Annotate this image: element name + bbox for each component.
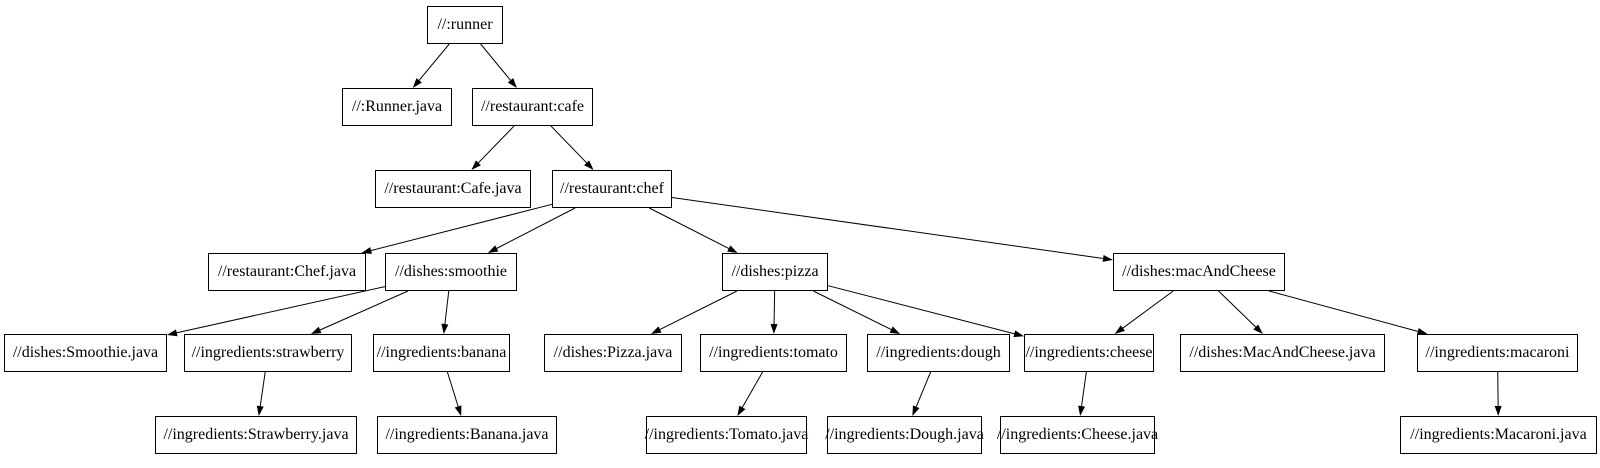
graph-edge-mac-and-cheese-to-mac-and-cheese-java <box>1218 290 1257 329</box>
graph-node-mac-and-cheese-java: //dishes:MacAndCheese.java <box>1180 334 1385 372</box>
arrowhead-icon <box>727 245 738 253</box>
arrowhead-icon <box>1078 405 1086 416</box>
graph-edge-pizza-to-cheese <box>827 285 1016 335</box>
graph-node-cheese: //ingredients:cheese <box>1024 334 1154 372</box>
graph-node-tomato-java: //ingredients:Tomato.java <box>645 416 808 454</box>
graph-node-runner: //:runner <box>427 6 503 44</box>
arrowhead-icon <box>441 323 449 334</box>
graph-edge-chef-to-mac-and-cheese <box>671 196 1105 260</box>
arrowhead-icon <box>412 78 422 88</box>
graph-node-smoothie-java: //dishes:Smoothie.java <box>4 334 167 372</box>
arrowhead-icon <box>770 323 778 334</box>
graph-edge-cafe-to-chef <box>550 125 588 164</box>
graph-node-smoothie: //dishes:smoothie <box>385 253 517 291</box>
graph-node-strawberry: //ingredients:strawberry <box>184 334 352 372</box>
graph-edge-tomato-to-tomato-java <box>741 371 764 409</box>
arrowhead-icon <box>889 326 901 334</box>
arrowhead-icon <box>454 405 462 416</box>
arrowhead-icon <box>1013 330 1024 338</box>
arrowhead-icon <box>1102 254 1113 262</box>
arrowhead-icon <box>507 78 517 88</box>
arrowhead-icon <box>584 160 594 170</box>
arrowhead-icon <box>361 247 372 254</box>
arrowhead-icon <box>310 326 322 334</box>
graph-node-chef: //restaurant:chef <box>552 170 672 208</box>
arrowhead-icon <box>256 405 264 416</box>
graph-edge-pizza-to-dough <box>813 290 893 331</box>
graph-edge-dough-to-dough-java <box>915 371 932 408</box>
graph-edge-smoothie-to-smoothie-java <box>175 286 386 334</box>
graph-edge-pizza-to-tomato <box>773 290 776 326</box>
arrowhead-icon <box>651 326 662 334</box>
graph-edge-pizza-to-pizza-java <box>658 290 738 331</box>
graph-edge-smoothie-to-strawberry <box>318 290 409 331</box>
arrowhead-icon <box>912 405 920 416</box>
graph-node-banana: //ingredients:banana <box>373 334 510 372</box>
arrowhead-icon <box>1494 405 1502 416</box>
graph-node-chef-java: //restaurant:Chef.java <box>208 253 366 291</box>
arrowhead-icon <box>167 329 178 337</box>
graph-node-cafe: //restaurant:cafe <box>472 88 593 126</box>
graph-edge-runner-to-cafe <box>480 43 512 82</box>
graph-node-mac-and-cheese: //dishes:macAndCheese <box>1113 253 1285 291</box>
graph-edge-cheese-to-cheese-java <box>1080 371 1087 408</box>
graph-edge-cafe-to-cafe-java <box>477 125 515 164</box>
graph-edge-mac-and-cheese-to-cheese <box>1121 290 1174 330</box>
graph-node-strawberry-java: //ingredients:Strawberry.java <box>155 416 357 454</box>
arrowhead-icon <box>737 405 746 416</box>
graph-edge-chef-to-smoothie <box>495 207 576 250</box>
graph-node-runner-java: //:Runner.java <box>342 88 452 126</box>
graph-node-pizza-java: //dishes:Pizza.java <box>544 334 682 372</box>
graph-edge-chef-to-chef-java <box>369 203 553 252</box>
graph-node-banana-java: //ingredients:Banana.java <box>377 416 557 454</box>
graph-edge-chef-to-pizza <box>649 207 730 250</box>
graph-edge-banana-to-banana-java <box>446 371 459 408</box>
graph-node-cheese-java: //ingredients:Cheese.java <box>997 416 1158 454</box>
graph-node-pizza: //dishes:pizza <box>722 253 828 291</box>
graph-edge-runner-to-runner-java <box>418 43 450 82</box>
arrowhead-icon <box>471 160 481 170</box>
graph-node-dough-java: //ingredients:Dough.java <box>825 416 984 454</box>
arrowhead-icon <box>1253 324 1263 334</box>
graph-edge-smoothie-to-banana <box>444 290 450 326</box>
graph-node-dough: //ingredients:dough <box>867 334 1010 372</box>
arrowhead-icon <box>487 245 499 253</box>
arrowhead-icon <box>1114 325 1125 334</box>
graph-node-cafe-java: //restaurant:Cafe.java <box>375 170 531 208</box>
graph-node-tomato: //ingredients:tomato <box>700 334 847 372</box>
arrowhead-icon <box>1416 328 1428 335</box>
graph-node-macaroni-java: //ingredients:Macaroni.java <box>1400 416 1597 454</box>
graph-node-macaroni: //ingredients:macaroni <box>1417 334 1578 372</box>
graph-edge-strawberry-to-strawberry-java <box>259 371 266 408</box>
graph-edge-mac-and-cheese-to-macaroni <box>1268 290 1419 333</box>
